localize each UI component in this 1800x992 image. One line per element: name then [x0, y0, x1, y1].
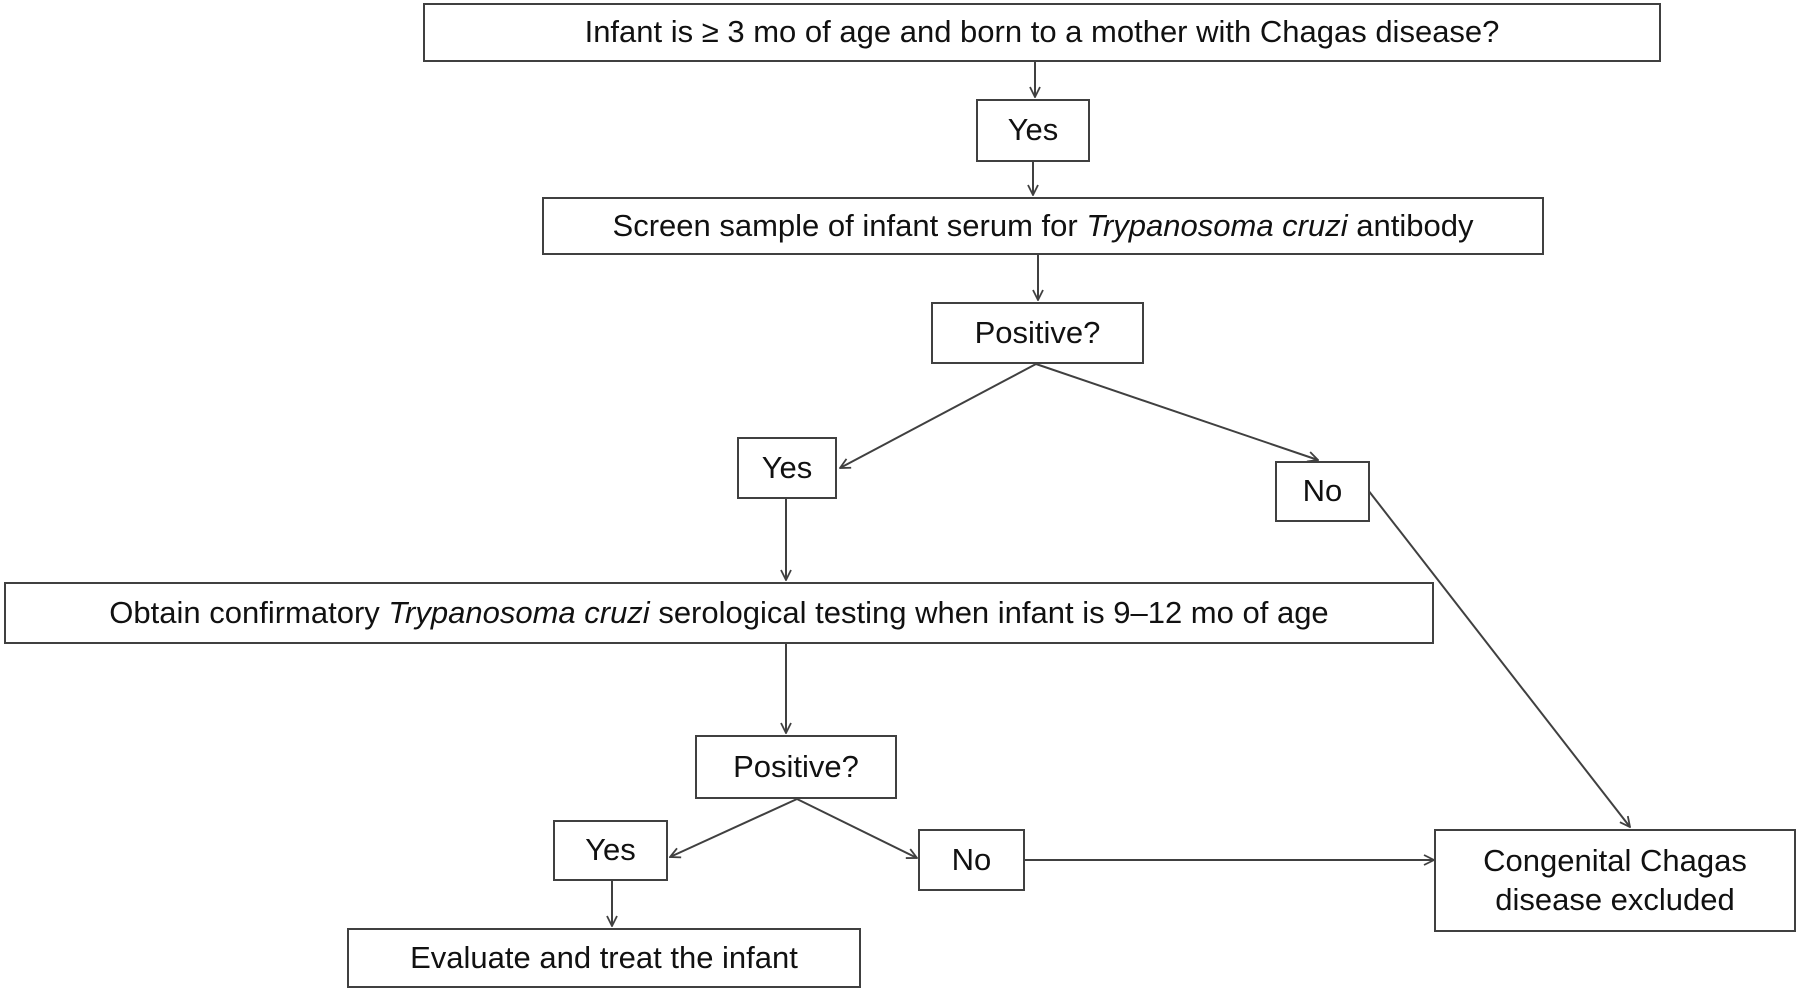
yes-label: Yes — [1007, 112, 1059, 148]
no-label: No — [951, 841, 992, 877]
chagas-excluded-line-2: disease excluded — [1495, 881, 1735, 917]
confirmatory-testing-box: Obtain confirmatory Trypanosoma cruzi se… — [4, 582, 1434, 644]
arrow-positive-to-yes-final — [670, 798, 798, 857]
no-label: No — [1302, 473, 1343, 509]
yes-box-screen-positive: Yes — [737, 437, 837, 499]
screen-serum-text: Screen sample of infant serum for Trypan… — [612, 207, 1474, 243]
arrow-positive-to-no — [1035, 363, 1318, 460]
yes-box-confirm-positive: Yes — [553, 820, 668, 881]
arrow-positive-to-no-final — [796, 798, 917, 858]
yes-label: Yes — [761, 449, 813, 485]
positive-question-label: Positive? — [733, 748, 859, 784]
no-box-screen-negative: No — [1275, 461, 1370, 522]
chagas-excluded-line-1: Congenital Chagas — [1483, 842, 1747, 878]
arrow-positive-to-yes — [840, 363, 1037, 468]
evaluate-treat-box: Evaluate and treat the infant — [347, 928, 861, 988]
positive-question-box-2: Positive? — [695, 735, 897, 799]
yes-label: Yes — [585, 832, 636, 868]
organism-name: Trypanosoma cruzi — [1086, 207, 1348, 243]
confirmatory-testing-text: Obtain confirmatory Trypanosoma cruzi se… — [109, 594, 1329, 630]
positive-question-label: Positive? — [974, 314, 1101, 350]
arrow-no-to-excluded — [1367, 489, 1630, 827]
evaluate-treat-text: Evaluate and treat the infant — [410, 939, 798, 975]
yes-box-after-start: Yes — [976, 99, 1090, 162]
organism-name: Trypanosoma cruzi — [388, 594, 650, 630]
no-box-confirm-negative: No — [918, 829, 1025, 891]
chagas-excluded-box: Congenital Chagas disease excluded — [1434, 829, 1796, 932]
screen-serum-box: Screen sample of infant serum for Trypan… — [542, 197, 1544, 255]
start-question-text: Infant is ≥ 3 mo of age and born to a mo… — [584, 14, 1500, 50]
positive-question-box-1: Positive? — [931, 302, 1144, 364]
start-question-box: Infant is ≥ 3 mo of age and born to a mo… — [423, 3, 1661, 62]
